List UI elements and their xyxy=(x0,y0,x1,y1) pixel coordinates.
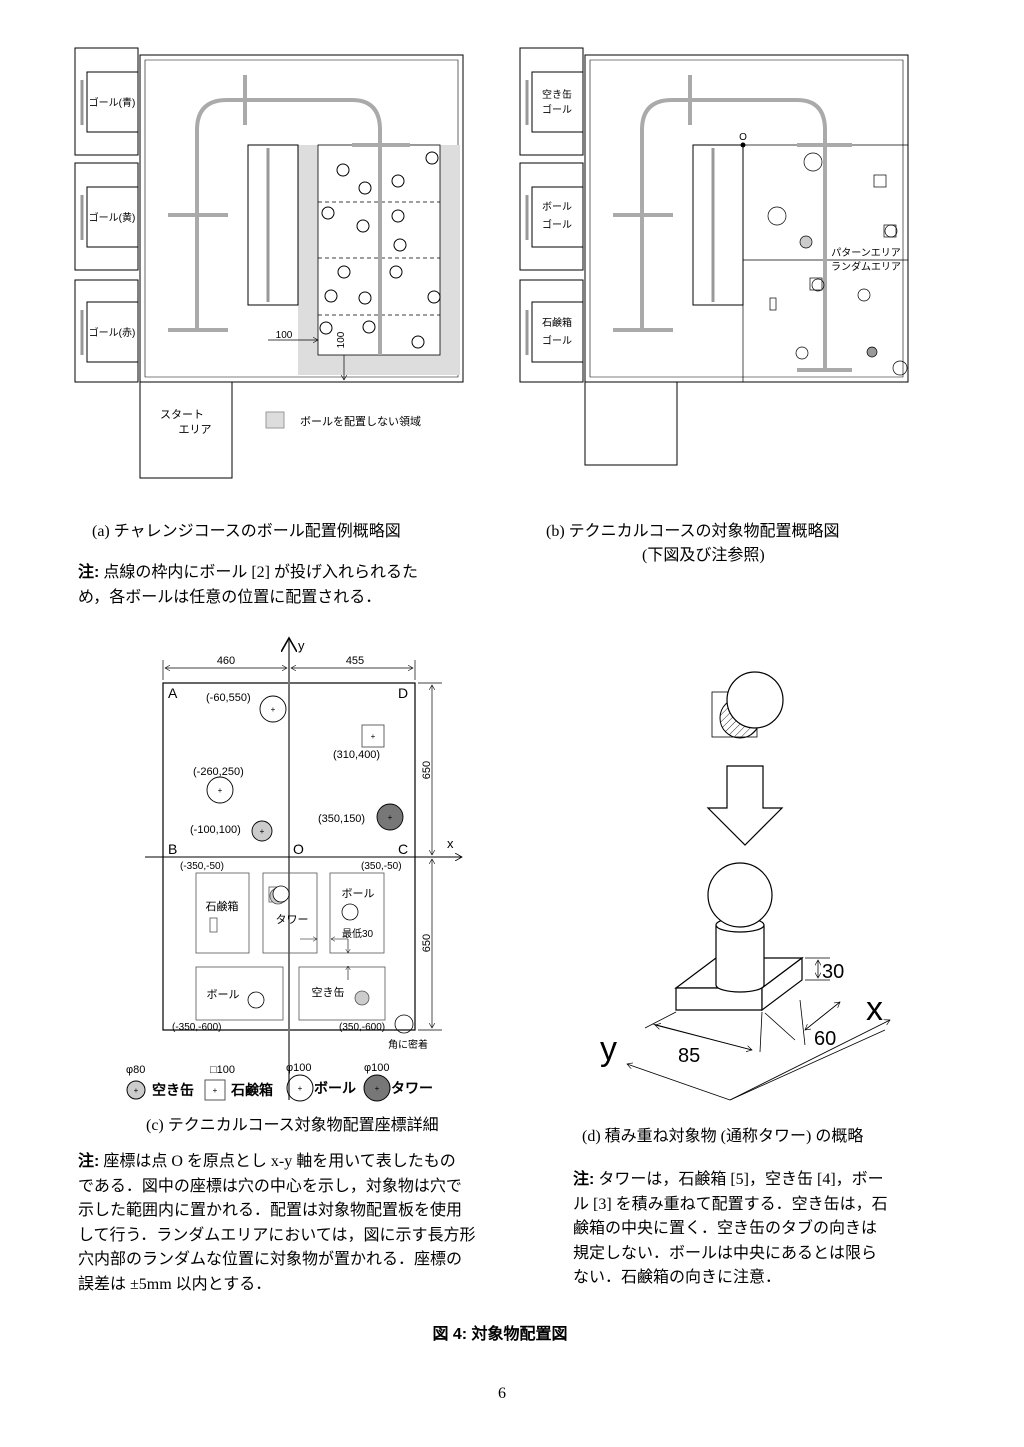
goal-blue: ゴール(青) xyxy=(74,47,139,156)
figure-c-coordinates: y x 460 455 650 650 A D B C O (-60,550) … xyxy=(126,638,462,1102)
pattern-area-label: パターンエリア xyxy=(831,247,901,259)
svg-text:(-350,-600): (-350,-600) xyxy=(172,1022,221,1033)
svg-text:650: 650 xyxy=(421,934,433,952)
dimension-label: 100 xyxy=(276,330,293,341)
page-number: 6 xyxy=(498,1385,506,1402)
goal-can: 空き缶 ゴール xyxy=(519,47,584,156)
svg-text:空き缶: 空き缶 xyxy=(542,88,572,101)
svg-text:30: 30 xyxy=(822,961,844,983)
random-area-label: ランダムエリア xyxy=(831,260,901,273)
svg-text:460: 460 xyxy=(217,655,235,667)
balls xyxy=(319,151,441,349)
caption-b: (b) テクニカルコースの対象物配置概略図 xyxy=(546,523,840,540)
figure-a-challenge-course: ゴール(青) ゴール(黄) ゴール(赤) xyxy=(74,47,464,479)
caption-b-sub: (下図及び注参照) xyxy=(642,547,765,564)
svg-text:ゴール: ゴール xyxy=(542,103,572,116)
svg-text:60: 60 xyxy=(814,1028,836,1050)
goal-label: ゴール(赤) xyxy=(89,326,136,339)
svg-text:(350,-50): (350,-50) xyxy=(361,861,402,872)
svg-text:φ100: φ100 xyxy=(364,1062,390,1074)
svg-text:+: + xyxy=(388,813,393,822)
svg-text:A: A xyxy=(168,685,178,701)
svg-text:φ100: φ100 xyxy=(286,1062,312,1074)
origin-label: O xyxy=(739,132,747,143)
svg-text:+: + xyxy=(218,786,223,795)
svg-text:B: B xyxy=(168,841,177,857)
svg-text:+: + xyxy=(371,732,376,741)
svg-text:ボール: ボール xyxy=(542,201,572,213)
start-area-label: エリア xyxy=(179,424,212,436)
random-area-holes xyxy=(195,872,414,1034)
svg-text:(-60,550): (-60,550) xyxy=(206,692,251,704)
object-legend: φ80 □100 φ100 φ100 + + + + 空き缶 石鹸箱 ボール タワー xyxy=(126,1062,433,1102)
svg-text:+: + xyxy=(260,827,265,836)
tower-3d xyxy=(674,862,804,1012)
goal-ball: ボール ゴール xyxy=(519,162,584,271)
svg-text:ボール: ボール xyxy=(207,988,240,1001)
svg-text:85: 85 xyxy=(678,1045,700,1067)
svg-text:空き缶: 空き缶 xyxy=(152,1082,194,1098)
svg-text:x: x xyxy=(866,990,883,1028)
note-c: 注: 座標は点 O を原点とし x-y 軸を用いて表したもの である．図中の座標… xyxy=(78,1153,476,1293)
svg-text:+: + xyxy=(213,1086,218,1095)
svg-text:ボール: ボール xyxy=(314,1080,356,1096)
legend-label: ボールを配置しない領域 xyxy=(300,414,421,428)
dimension-label: 100 xyxy=(336,331,347,348)
svg-text:(-260,250): (-260,250) xyxy=(193,766,244,778)
svg-text:最低30: 最低30 xyxy=(342,927,374,940)
svg-text:石鹸箱: 石鹸箱 xyxy=(542,316,572,329)
svg-text:+: + xyxy=(375,1084,380,1093)
figure-d-tower: 30 60 85 x y xyxy=(600,671,890,1101)
svg-text:(350,150): (350,150) xyxy=(318,813,365,825)
svg-text:φ80: φ80 xyxy=(126,1064,145,1076)
svg-text:□100: □100 xyxy=(210,1064,235,1076)
svg-text:(-350,-50): (-350,-50) xyxy=(180,861,224,872)
svg-text:(310,400): (310,400) xyxy=(333,749,380,761)
svg-text:タワー: タワー xyxy=(391,1080,433,1096)
objects xyxy=(767,152,908,376)
svg-text:650: 650 xyxy=(421,761,433,779)
svg-text:D: D xyxy=(398,685,408,701)
caption-c: (c) テクニカルコース対象物配置座標詳細 xyxy=(146,1117,439,1134)
svg-text:C: C xyxy=(398,841,408,857)
start-area-label: スタート xyxy=(160,408,204,421)
svg-text:O: O xyxy=(293,841,304,857)
svg-text:空き缶: 空き缶 xyxy=(312,985,345,999)
note-a: 注: 点線の枠内にボール [2] が投げ入れられるた め，各ボールは任意の位置に… xyxy=(78,564,419,606)
ramp-panel xyxy=(247,144,299,306)
goal-red: ゴール(赤) xyxy=(74,279,139,383)
svg-text:角に密着: 角に密着 xyxy=(388,1038,428,1051)
svg-text:+: + xyxy=(134,1086,139,1095)
figure-title: 図 4: 対象物配置図 xyxy=(432,1326,568,1343)
goal-soap: 石鹸箱 ゴール xyxy=(519,279,584,383)
goal-label: ゴール(黄) xyxy=(89,211,136,224)
svg-text:ボール: ボール xyxy=(342,887,375,900)
legend-swatch xyxy=(265,411,285,429)
svg-text:タワー: タワー xyxy=(276,913,309,926)
down-arrow-icon xyxy=(706,765,784,846)
caption-d: (d) 積み重ね対象物 (通称タワー) の概略 xyxy=(582,1128,864,1145)
svg-text:x: x xyxy=(447,836,454,851)
track-line xyxy=(168,75,410,355)
caption-a: (a) チャレンジコースのボール配置例概略図 xyxy=(92,523,401,540)
goal-yellow: ゴール(黄) xyxy=(74,162,139,271)
svg-text:455: 455 xyxy=(346,655,364,667)
note-d: 注: タワーは，石鹸箱 [5]，空き缶 [4]，ボー ル [3] を積み重ねて配… xyxy=(573,1171,888,1286)
svg-text:ゴール: ゴール xyxy=(542,334,572,347)
svg-text:+: + xyxy=(271,705,276,714)
svg-text:(-100,100): (-100,100) xyxy=(190,824,241,836)
goal-label: ゴール(青) xyxy=(89,96,136,109)
svg-text:石鹸箱: 石鹸箱 xyxy=(230,1082,273,1098)
svg-text:+: + xyxy=(298,1084,303,1093)
svg-text:石鹸箱: 石鹸箱 xyxy=(206,899,239,913)
svg-text:y: y xyxy=(298,638,305,653)
svg-text:ゴール: ゴール xyxy=(542,218,572,231)
svg-text:(350,-600): (350,-600) xyxy=(339,1022,385,1033)
figure-b-technical-course: 空き缶 ゴール ボール ゴール 石鹸箱 ゴール O xyxy=(519,47,909,466)
svg-text:y: y xyxy=(600,1030,617,1068)
